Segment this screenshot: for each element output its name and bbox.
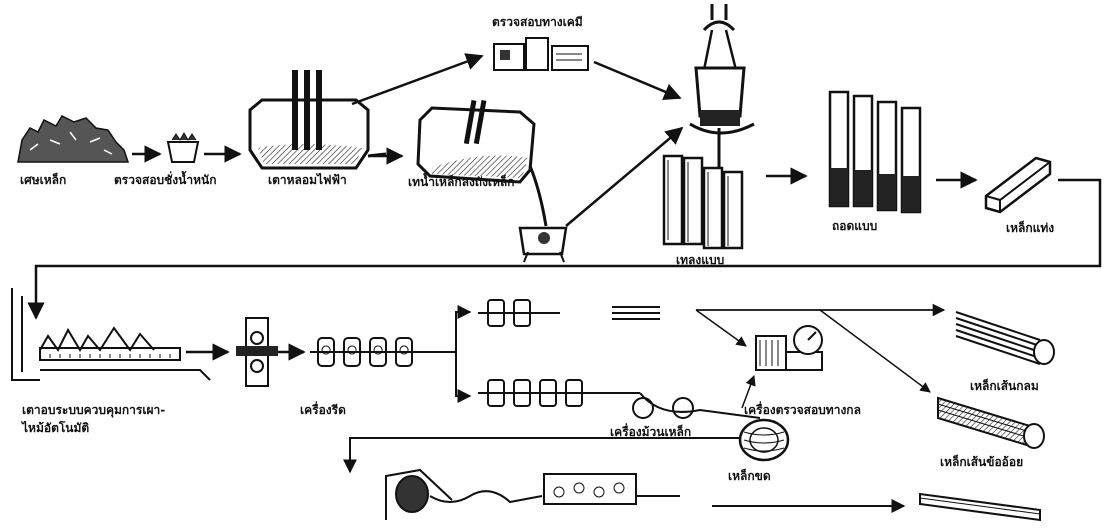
crane-ladle-icon	[690, 4, 754, 168]
label-round-bar: เหล็กเส้นกลม	[970, 380, 1039, 393]
label-electric-furnace: เตาหลอมไฟฟ้า	[268, 174, 347, 187]
arrow-coil-to-drawline	[350, 438, 740, 472]
label-reheating-furnace: เตาอบระบบควบคุมการเผา-	[22, 404, 165, 417]
label-weigh-check: ตรวจสอบชั่งน้ำหนัก	[114, 174, 216, 187]
label-chemical-test: ตรวจสอบทางเคมี	[492, 16, 583, 29]
label-pour-into-ladle: เทน้ำเหล็กลงถังเหล็ก	[408, 176, 515, 189]
arrow-to-deformed-bar	[820, 310, 930, 392]
wire-rod-coil-icon	[740, 420, 788, 460]
finishing-stands-bottom-icon	[478, 380, 760, 418]
ladle-icon	[520, 228, 566, 262]
weigh-basket-icon	[168, 133, 198, 162]
final-wire-product-icon	[920, 494, 1040, 520]
steel-billet-icon	[986, 158, 1050, 212]
label-casting-mold: เทลงแบบ	[676, 254, 724, 267]
label-wire-rod: เหล็กขด	[728, 470, 771, 483]
mill-stand-icon	[236, 318, 278, 386]
arrow-furnace-to-chemtest	[352, 56, 482, 104]
tilted-furnace-icon	[418, 100, 546, 226]
return-line-to-reheat	[36, 180, 1100, 318]
finishing-stands-top-icon	[478, 300, 660, 326]
label-reheating-furnace-2: ไหม้อัตโนมัติ	[22, 422, 89, 435]
casting-molds-icon	[664, 156, 742, 248]
arrow-branch-bottom	[456, 352, 470, 396]
scrap-pile-icon	[18, 116, 128, 162]
chemical-test-icon	[494, 38, 588, 70]
wire-drawing-line-icon	[386, 470, 680, 520]
label-strip-mold: ถอดแบบ	[832, 220, 877, 233]
arrow-to-mech-test	[696, 310, 746, 346]
electric-furnace-icon	[250, 70, 386, 168]
arrow-chemtest-to-crane	[594, 62, 680, 98]
label-mechanical-test: เครื่องตรวจสอบทางกล	[744, 404, 861, 417]
reheating-furnace-icon	[12, 288, 210, 380]
label-steel-billet: เหล็กแท่ง	[1006, 222, 1054, 235]
label-rolling-mill: เครื่องรีด	[300, 404, 346, 417]
label-scrap-steel: เศษเหล็ก	[20, 174, 66, 187]
rolling-mill-icon	[310, 338, 440, 366]
mechanical-test-icon	[756, 326, 822, 370]
label-deformed-bar: เหล็กเส้นข้ออ้อย	[940, 456, 1023, 469]
arrow-branch-top	[440, 312, 470, 352]
stripped-ingots-icon	[830, 92, 920, 212]
deformed-bar-bundle-icon	[938, 398, 1044, 448]
label-coiler: เครื่องม้วนเหล็ก	[610, 426, 691, 439]
round-bar-bundle-icon	[956, 312, 1054, 364]
